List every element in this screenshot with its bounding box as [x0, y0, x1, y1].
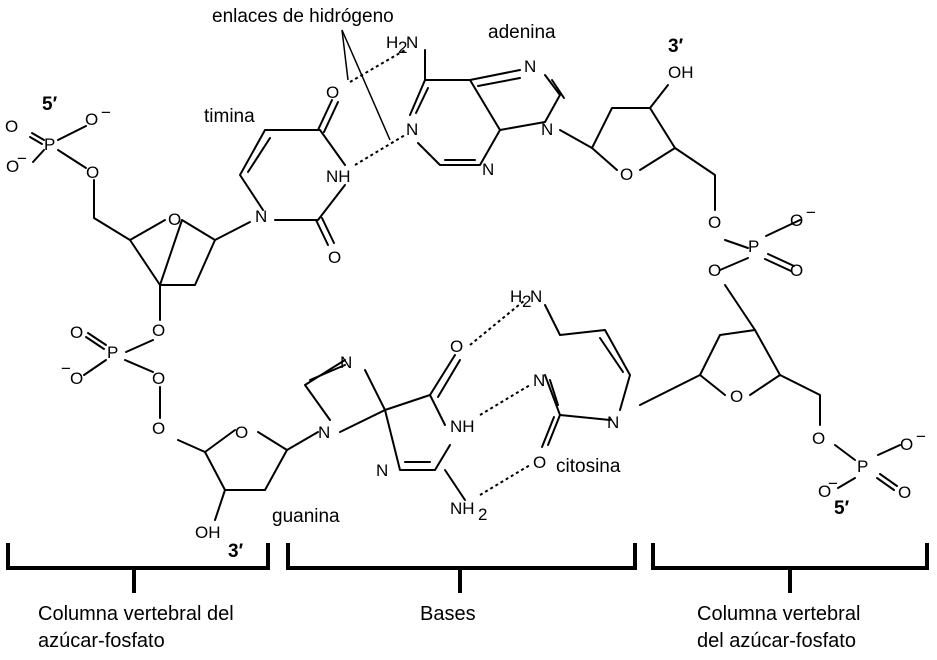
svg-text:O: O — [70, 323, 83, 342]
svg-text:O: O — [790, 261, 803, 280]
svg-text:N: N — [482, 160, 494, 179]
section-brackets — [6, 543, 929, 593]
hydrogen-bonds-label: enlaces de hidrógeno — [212, 6, 394, 27]
svg-text:P: P — [748, 237, 759, 256]
thymine-label: timina — [204, 106, 255, 127]
svg-text:O: O — [152, 369, 165, 388]
svg-text:O: O — [450, 337, 463, 356]
svg-text:O: O — [533, 453, 546, 472]
svg-text:O: O — [620, 165, 633, 184]
svg-text:N: N — [530, 287, 542, 306]
caption-left-line2: azúcar-fosfato — [38, 630, 165, 652]
svg-text:H: H — [386, 33, 398, 52]
svg-text:O: O — [898, 483, 911, 502]
svg-text:O: O — [818, 482, 831, 501]
svg-text:O: O — [790, 211, 803, 230]
svg-text:O: O — [328, 248, 341, 267]
svg-text:NH: NH — [450, 499, 475, 518]
h-bond-guanine-cytosine-3 — [479, 464, 531, 496]
svg-text:N: N — [406, 33, 418, 52]
section-captions: Columna vertebral del azúcar-fosfato Bas… — [38, 603, 860, 652]
svg-text:−: − — [17, 149, 27, 168]
svg-text:−: − — [61, 359, 71, 378]
svg-text:2: 2 — [522, 292, 531, 311]
caption-left-line1: Columna vertebral del — [38, 603, 234, 625]
diagram-labels: enlaces de hidrógeno timina adenina guan… — [42, 6, 850, 562]
svg-text:O: O — [152, 419, 165, 438]
svg-text:O: O — [812, 429, 825, 448]
svg-text:N: N — [340, 353, 352, 372]
svg-text:P: P — [107, 343, 118, 362]
svg-text:O: O — [168, 210, 181, 229]
covalent-bonds — [29, 49, 901, 521]
five-prime-top-left: 5′ — [42, 94, 58, 115]
cytosine-label: citosina — [556, 456, 621, 477]
svg-text:N: N — [607, 413, 619, 432]
svg-text:N: N — [406, 120, 418, 139]
svg-text:2: 2 — [478, 505, 487, 524]
svg-text:O: O — [730, 387, 743, 406]
caption-right-line2: del azúcar-fosfato — [697, 630, 856, 652]
svg-text:NH: NH — [450, 417, 475, 436]
adenine-label: adenina — [488, 22, 556, 43]
svg-text:N: N — [376, 461, 388, 480]
three-prime-top-right: 3′ — [668, 36, 684, 57]
svg-text:P: P — [857, 457, 868, 476]
svg-text:N: N — [318, 423, 330, 442]
svg-text:O: O — [708, 261, 721, 280]
svg-text:P: P — [44, 135, 55, 154]
svg-text:N: N — [541, 120, 553, 139]
svg-text:−: − — [828, 474, 838, 493]
five-prime-bottom-right: 5′ — [834, 498, 850, 519]
caption-bases: Bases — [420, 603, 476, 625]
atom-labels: O P O − O − O O O P O − O O O O OH N NH … — [5, 33, 926, 542]
svg-text:NH: NH — [326, 167, 351, 186]
svg-text:O: O — [326, 83, 339, 102]
bracket-bases — [286, 543, 637, 593]
svg-text:O: O — [86, 163, 99, 182]
caption-right-line1: Columna vertebral — [697, 603, 860, 625]
h-bond-guanine-cytosine-2 — [479, 384, 531, 416]
guanine-label: guanina — [272, 506, 340, 527]
svg-text:−: − — [806, 203, 816, 222]
svg-text:O: O — [235, 423, 248, 442]
svg-text:−: − — [916, 427, 926, 446]
svg-text:O: O — [708, 213, 721, 232]
svg-text:OH: OH — [195, 523, 221, 542]
svg-text:O: O — [70, 369, 83, 388]
svg-text:O: O — [85, 110, 98, 129]
hydrogen-bond-label-pointers — [341, 29, 391, 141]
svg-text:N: N — [524, 57, 536, 76]
three-prime-bottom-left: 3′ — [228, 541, 244, 562]
bracket-right-backbone — [651, 543, 929, 593]
svg-text:−: − — [101, 103, 111, 122]
hydrogen-bond-lines — [349, 49, 531, 496]
svg-text:O: O — [152, 321, 165, 340]
svg-text:H: H — [510, 287, 522, 306]
h-bond-guanine-cytosine-1 — [469, 299, 526, 346]
svg-text:OH: OH — [668, 63, 694, 82]
bracket-left-backbone — [6, 543, 270, 593]
svg-text:2: 2 — [398, 38, 407, 57]
h-bond-thymine-adenine-1 — [349, 49, 406, 83]
svg-text:N: N — [255, 207, 267, 226]
svg-text:N: N — [533, 371, 545, 390]
svg-text:O: O — [6, 157, 19, 176]
h-bond-thymine-adenine-2 — [354, 134, 406, 166]
svg-text:O: O — [900, 435, 913, 454]
svg-text:O: O — [5, 117, 18, 136]
